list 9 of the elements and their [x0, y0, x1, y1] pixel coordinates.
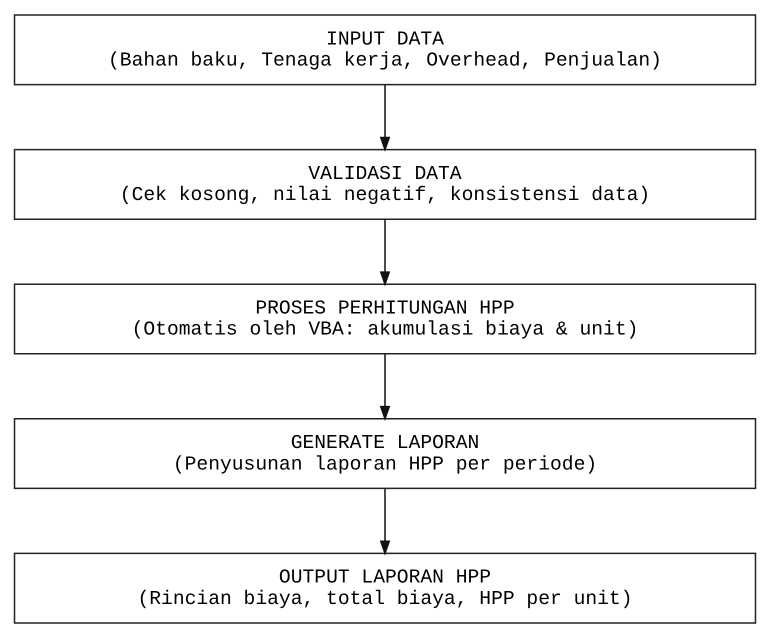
- node-box: PROSES PERHITUNGAN HPP (Otomatis oleh VBA: akumulasi biaya & unit): [14, 282, 756, 354]
- node-box: GENERATE LAPORAN (Penyusunan laporan HPP per periode): [14, 418, 756, 489]
- arrow: [380, 488, 390, 556]
- node-box: OUTPUT LAPORAN HPP (Rincian biaya, total biaya, HPP per unit): [14, 552, 756, 624]
- arrow: [380, 84, 390, 152]
- node-box: VALIDASI DATA (Cek kosong, nilai negatif, konsistensi data): [14, 148, 756, 220]
- arrow: [380, 219, 390, 286]
- node-box: INPUT DATA (Bahan baku, Tenaga kerja, Overhead, Penjualan): [14, 14, 756, 85]
- arrow: [380, 354, 390, 421]
